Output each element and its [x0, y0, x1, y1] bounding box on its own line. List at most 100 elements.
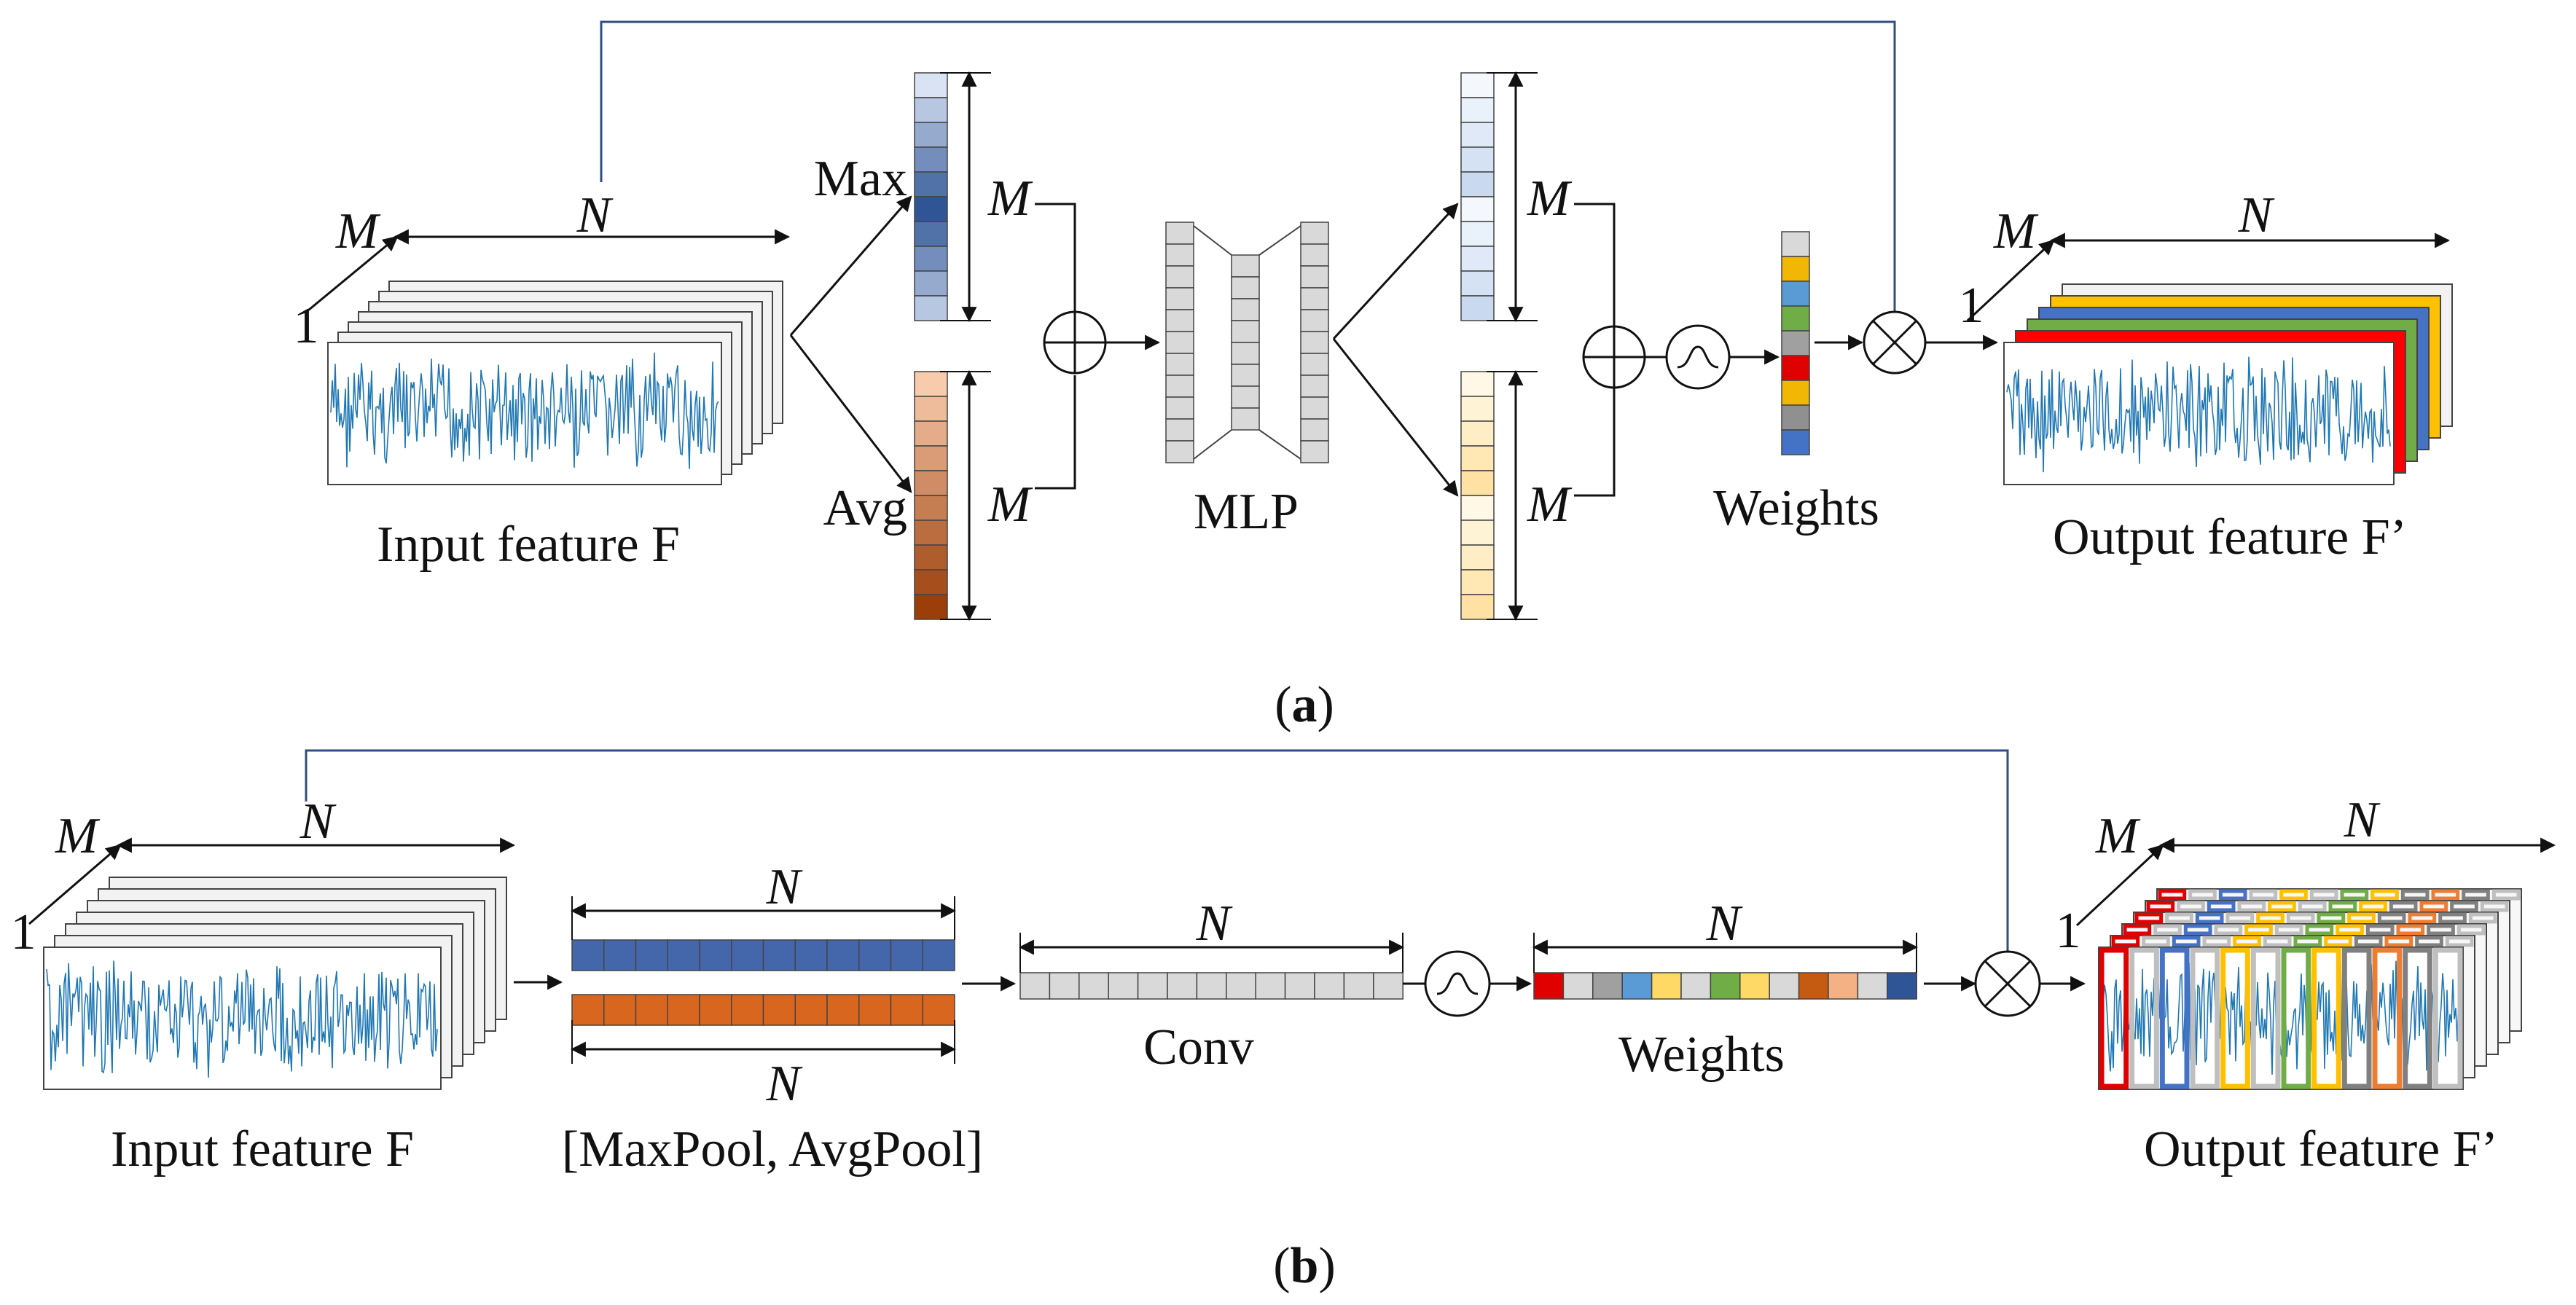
output-b-band-top: [2309, 889, 2338, 901]
mlp-in-cell: [1165, 440, 1194, 463]
dim-1-label-b-out: 1: [2056, 903, 2081, 959]
maxpool-vec-cell: [667, 939, 700, 971]
out-bot-vec-cell: [1460, 420, 1495, 447]
mlp-hidden-cell: [1231, 385, 1260, 409]
dim-m-arrow-a: [304, 235, 399, 315]
dim-n-label-a: N: [576, 187, 614, 243]
output-b-band-top: [2359, 901, 2387, 912]
mlp-in-cell: [1165, 396, 1194, 420]
output-b-band-top: [2340, 889, 2369, 901]
avgpool-vec-cell: [667, 994, 700, 1026]
output-b-band: [2281, 947, 2311, 1089]
output-b-band-top: [2202, 936, 2231, 947]
output-b-band: [2311, 947, 2341, 1089]
output-b-band-top: [2268, 901, 2296, 912]
mlp-out-cell: [1300, 396, 1329, 420]
output-b-band-top: [2218, 889, 2247, 901]
output-b-band-top: [2419, 901, 2448, 912]
output-b-band-top: [2237, 901, 2266, 912]
weight-a-cell: [1781, 429, 1810, 455]
max-pool-vector: [914, 72, 948, 321]
out-bot-vec-cell: [1460, 569, 1495, 595]
mlp-edge: [1258, 225, 1301, 256]
output-b-band: [2341, 947, 2372, 1089]
circle-plus-icon: [1043, 310, 1107, 375]
dim-n-label-a-out: N: [2238, 187, 2275, 243]
output-b-band-top: [2336, 924, 2364, 936]
conv-vec-cell: [1196, 972, 1227, 1000]
dim-n-pool-top-label: N: [766, 859, 803, 915]
conv-vec-cell: [1049, 972, 1080, 1000]
dim-n-pool-bot-label: N: [766, 1056, 803, 1112]
out-top-vec-cell: [1460, 270, 1495, 297]
dim-m-out-top-label: M: [1527, 171, 1573, 227]
output-b-band-top: [2384, 936, 2413, 947]
mlp-out-cell: [1300, 375, 1329, 398]
out-bot-vec-cell: [1460, 396, 1495, 422]
mlp-out-cell: [1300, 243, 1329, 267]
dim-m-label-b: M: [55, 808, 101, 864]
mlp-in-cell: [1165, 418, 1194, 442]
weight-b-cell: [1533, 972, 1565, 1000]
output-b-band-top: [2158, 889, 2187, 901]
weight-a-cell: [1781, 305, 1810, 332]
weight-b-cell: [1828, 972, 1859, 1000]
dim-m-arrow-a-out: [1966, 239, 2055, 322]
max-vec-cell: [914, 221, 948, 247]
output-b-band-top: [2415, 936, 2443, 947]
avgpool-vec-cell: [635, 994, 668, 1026]
mlp-in-cell: [1165, 375, 1194, 398]
caption-a-letter: a: [1292, 677, 1318, 733]
avgpool-vec-cell: [603, 994, 637, 1026]
mlp-hidden-cell: [1231, 342, 1260, 365]
weight-b-cell: [1857, 972, 1888, 1000]
avg-vec-cell: [914, 544, 948, 571]
out-bot-vec-cell: [1460, 520, 1495, 546]
avgpool-vec-cell: [762, 994, 796, 1026]
output-a-front-layer: [2003, 342, 2395, 485]
avgpool-vec-cell: [699, 994, 732, 1026]
mlp-block: [1165, 222, 1329, 463]
weight-b-cell: [1710, 972, 1741, 1000]
output-b-band-top: [2263, 936, 2292, 947]
mlp-out-cell: [1300, 287, 1329, 310]
circle-times-icon: [1863, 310, 1927, 375]
mlp-hidden-cell: [1231, 276, 1260, 299]
dim-1-label-a: 1: [294, 298, 319, 354]
dim-m-out-bot-label: M: [1527, 477, 1573, 533]
mlp-output-vector-top: [1460, 72, 1495, 321]
avgpool-vec-cell: [794, 994, 828, 1026]
mlp-out-cell: [1300, 353, 1329, 376]
output-b-band-top: [2400, 889, 2430, 901]
avg-pool-vector: [914, 371, 948, 620]
avg-vec-cell: [914, 495, 948, 521]
weight-a-cell: [1781, 380, 1810, 406]
output-b-band: [2099, 947, 2129, 1089]
dim-m-max-label: M: [987, 171, 1033, 227]
dim-n-conv-label: N: [1196, 896, 1233, 952]
weight-b-cell: [1592, 972, 1623, 1000]
mlp-edge: [1193, 225, 1232, 256]
out-bot-vec-cell: [1460, 445, 1495, 471]
mlp-to-bottom-arrow: [1332, 338, 1459, 497]
avgpool-vec-cell: [571, 994, 605, 1026]
conv-vec-cell: [1167, 972, 1198, 1000]
panel-a: Input feature F N M 1 Max Avg M M: [294, 20, 2453, 733]
mlp-out-cell: [1300, 418, 1329, 442]
conv-vec-cell: [1255, 972, 1286, 1000]
to-avg-arrow: [789, 334, 912, 493]
out-bot-vec-cell: [1460, 544, 1495, 571]
conv-vec-cell: [1284, 972, 1315, 1000]
output-b-band-top: [2153, 924, 2182, 936]
max-label: Max: [814, 151, 907, 207]
mlp-label: MLP: [1194, 484, 1299, 540]
output-b-band-top: [2286, 912, 2315, 924]
output-b-band-top: [2146, 901, 2175, 912]
conv-vec-cell: [1314, 972, 1345, 1000]
avg-vec-cell: [914, 445, 948, 471]
output-b-band-top: [2256, 912, 2285, 924]
output-b-band-top: [2408, 912, 2437, 924]
conv-vec-cell: [1226, 972, 1256, 1000]
dim-n-label-b: N: [300, 793, 337, 850]
